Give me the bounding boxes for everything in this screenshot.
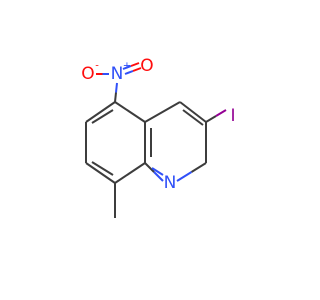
bond-c5-nitro-b (115, 82, 118, 93)
nitro-nitrogen-label: N (111, 64, 124, 84)
bond-n-o-double-2-b (132, 67, 142, 72)
oxygen-double-label: O (140, 56, 153, 76)
oxygen-anion-label: O (81, 64, 94, 84)
oxygen-anion-charge: - (95, 61, 99, 72)
bond-c3-iodine-b (215, 109, 227, 117)
bond-c2-n1-b (176, 171, 193, 182)
bond-n-o-double-1-a (122, 65, 132, 70)
bond-n-o-double-2-a (124, 70, 134, 75)
bond-c4a-c4 (144, 101, 181, 123)
bond-n1-c8a-inner (151, 167, 164, 176)
ring-nitrogen-label: N (164, 173, 177, 193)
bond-c2-n1-a (190, 162, 207, 173)
bond-c4a-c5 (114, 101, 146, 123)
bond-c5-c6-inner (91, 109, 114, 124)
bond-c8-c8a (114, 162, 146, 184)
quinoline-structure: N I N + O - O (81, 56, 236, 218)
bond-c3-iodine-a (205, 115, 217, 123)
bond-c4-c3-inner (182, 109, 204, 126)
iodine-label: I (230, 106, 235, 126)
bond-c7-c8 (85, 162, 116, 184)
bond-n1-c8a-a (153, 171, 164, 182)
bond-n1-c8a-b (144, 162, 155, 173)
bond-layer (85, 62, 227, 218)
nitro-nitrogen-charge: + (123, 61, 131, 72)
molecule-canvas: N I N + O - O (81, 56, 236, 218)
bond-c5-nitro-a (114, 92, 117, 103)
bond-c5-c6 (85, 101, 116, 123)
bond-c4-c3 (179, 101, 207, 123)
bond-c7-c8-inner (91, 161, 114, 176)
bond-n-o-double-1-b (130, 62, 140, 67)
